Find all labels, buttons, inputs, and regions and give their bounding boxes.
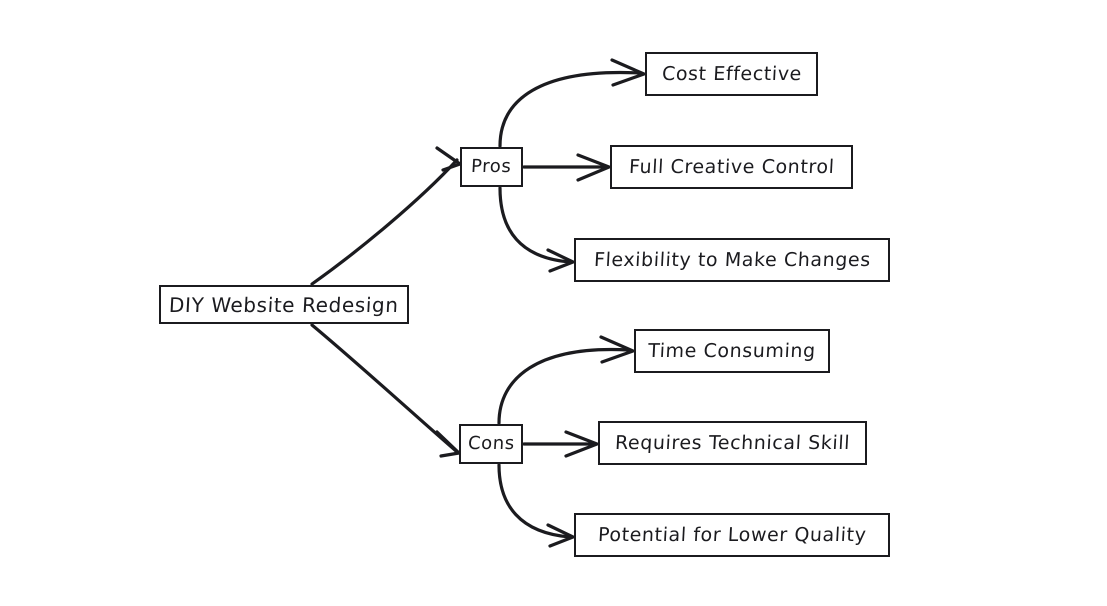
- edge-cons-to-lower-quality-arrowhead: [546, 523, 575, 548]
- edge-root-to-pros: [310, 158, 459, 286]
- node-cons[interactable]: Cons: [459, 424, 523, 464]
- node-flexibility-to-make-changes-label: Flexibility to Make Changes: [593, 248, 871, 271]
- edge-pros-to-flexibility-arrowhead: [546, 248, 575, 273]
- node-root-label: DIY Website Redesign: [168, 292, 400, 317]
- node-requires-technical-skill[interactable]: Requires Technical Skill: [598, 421, 867, 465]
- edge-root-to-cons-arrowhead: [435, 430, 461, 458]
- edge-pros-to-cost-effective: [498, 70, 642, 148]
- node-requires-technical-skill-label: Requires Technical Skill: [614, 431, 851, 454]
- node-full-creative-control[interactable]: Full Creative Control: [610, 145, 853, 189]
- node-full-creative-control-label: Full Creative Control: [628, 155, 835, 178]
- node-time-consuming-label: Time Consuming: [647, 339, 817, 362]
- node-time-consuming[interactable]: Time Consuming: [634, 329, 830, 373]
- node-potential-for-lower-quality[interactable]: Potential for Lower Quality: [574, 513, 890, 557]
- node-potential-for-lower-quality-label: Potential for Lower Quality: [597, 523, 867, 546]
- node-cost-effective[interactable]: Cost Effective: [645, 52, 818, 96]
- edge-pros-to-flexibility: [498, 186, 572, 264]
- node-pros-label: Pros: [470, 156, 513, 177]
- edge-root-to-cons: [310, 323, 458, 453]
- edge-cons-to-time-consuming-arrowhead: [599, 335, 635, 364]
- edge-pros-to-full-control-arrowhead: [576, 153, 611, 182]
- edge-cons-to-time-consuming: [497, 347, 631, 425]
- node-pros[interactable]: Pros: [460, 147, 523, 187]
- edge-cons-to-technical-skill-arrowhead: [564, 430, 599, 458]
- edge-pros-to-cost-effective-arrowhead: [610, 58, 646, 87]
- node-cons-label: Cons: [467, 433, 515, 454]
- node-cost-effective-label: Cost Effective: [661, 62, 803, 85]
- node-root[interactable]: DIY Website Redesign: [159, 285, 409, 324]
- edge-cons-to-lower-quality: [497, 463, 572, 539]
- node-flexibility-to-make-changes[interactable]: Flexibility to Make Changes: [574, 238, 890, 282]
